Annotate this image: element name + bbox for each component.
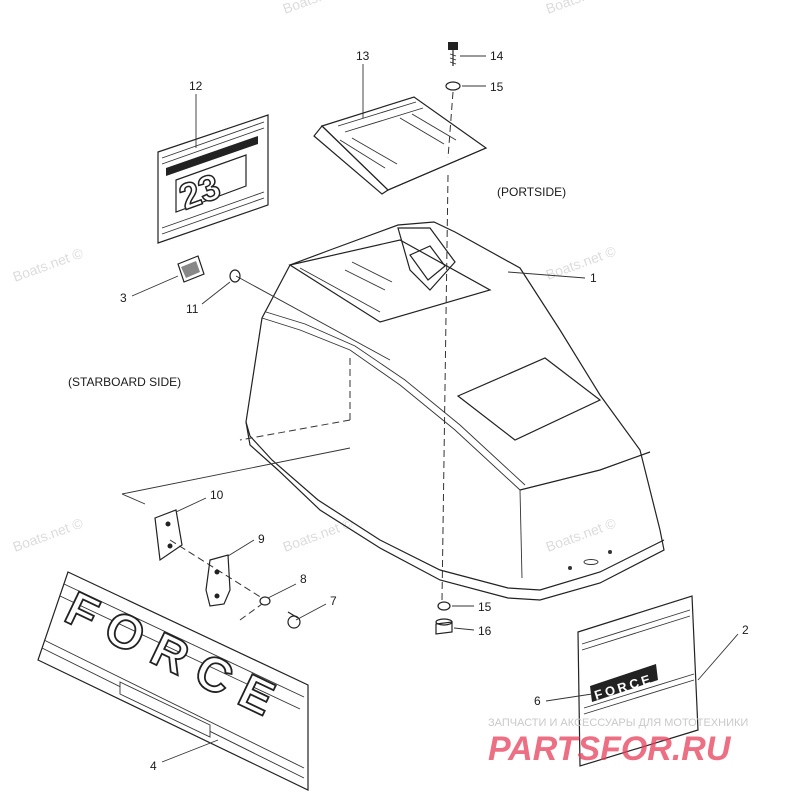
watermark: Boats.net © [544, 242, 619, 282]
watermark: Boats.net © [281, 514, 356, 554]
callout-16: 16 [478, 624, 492, 638]
washer-15-bottom [437, 601, 451, 611]
watermark: Boats.net © [544, 0, 619, 17]
screw-7 [287, 611, 301, 629]
leader-lines [131, 55, 739, 763]
footer-tagline: ЗАПЧАСТИ И АКСЕССУАРЫ ДЛЯ МОТОТЕХНИКИ [488, 717, 748, 729]
callout-15-bottom: 15 [478, 600, 492, 614]
callout-15-top: 15 [490, 80, 504, 94]
screw-14 [448, 42, 458, 66]
callout-6: 6 [534, 694, 541, 708]
callout-7: 7 [330, 594, 337, 608]
callouts: 1 2 3 4 6 7 8 9 10 11 12 13 14 15 15 16 [120, 49, 749, 773]
footer-brand-text: PARTSFOR.RU [488, 730, 732, 768]
washer-8 [259, 596, 271, 606]
watermark: Boats.net © [544, 514, 619, 554]
engine-cover [245, 221, 665, 601]
clip-9 [205, 554, 231, 607]
small-decal-3-fill [181, 261, 200, 278]
watermark: Boats.net © [281, 0, 356, 17]
nut-16 [435, 618, 453, 635]
callout-8: 8 [300, 572, 307, 586]
callout-11: 11 [186, 302, 199, 316]
starboard-label: (STARBOARD SIDE) [68, 375, 181, 389]
assembly-lines [121, 91, 454, 621]
plug-11 [229, 269, 241, 283]
callout-10: 10 [210, 488, 224, 502]
callout-12: 12 [189, 79, 203, 93]
callout-14: 14 [490, 49, 504, 63]
callout-2: 2 [742, 623, 749, 637]
callout-3: 3 [120, 291, 127, 305]
portside-label: (PORTSIDE) [497, 185, 566, 199]
callout-4: 4 [150, 759, 157, 773]
callout-1: 1 [590, 271, 597, 285]
top-plate [313, 96, 488, 195]
watermark: Boats.net © [11, 514, 86, 554]
watermarks: Boats.net © Boats.net © Boats.net © Boat… [11, 0, 619, 555]
callout-9: 9 [258, 532, 265, 546]
bracket-10 [154, 509, 183, 562]
decal-23: 23 [157, 114, 269, 244]
watermark: Boats.net © [11, 244, 86, 284]
washer-15-top [445, 81, 461, 91]
footer-brand: ЗАПЧАСТИ И АКСЕССУАРЫ ДЛЯ МОТОТЕХНИКИ PA… [488, 717, 748, 768]
callout-13: 13 [356, 49, 370, 63]
small-decal-3 [177, 255, 205, 283]
